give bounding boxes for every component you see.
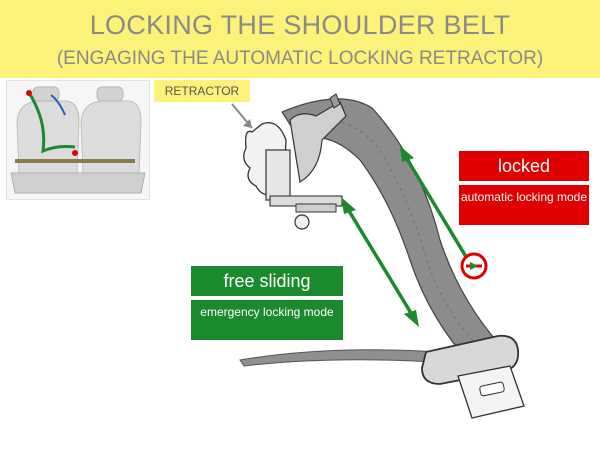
retractor-mechanism — [243, 93, 347, 230]
locked-arrow-icon — [400, 146, 470, 261]
automatic-locking-mode-label: automatic locking mode — [459, 185, 589, 225]
emergency-locking-mode-label: emergency locking mode — [191, 300, 343, 340]
page-title: LOCKING THE SHOULDER BELT — [89, 10, 511, 40]
belt-tail — [239, 349, 441, 367]
free-sliding-label: free sliding — [191, 266, 343, 296]
no-entry-icon — [460, 252, 488, 280]
locked-label: locked — [459, 151, 589, 181]
retractor-label: RETRACTOR — [154, 80, 250, 102]
car-seat-thumbnail — [6, 80, 150, 200]
free-sliding-arrow-icon — [341, 197, 419, 327]
title-banner: LOCKING THE SHOULDER BELT (ENGAGING THE … — [0, 0, 600, 78]
buckle-tongue — [421, 334, 525, 419]
page-subtitle: (ENGAGING THE AUTOMATIC LOCKING RETRACTO… — [56, 48, 544, 69]
